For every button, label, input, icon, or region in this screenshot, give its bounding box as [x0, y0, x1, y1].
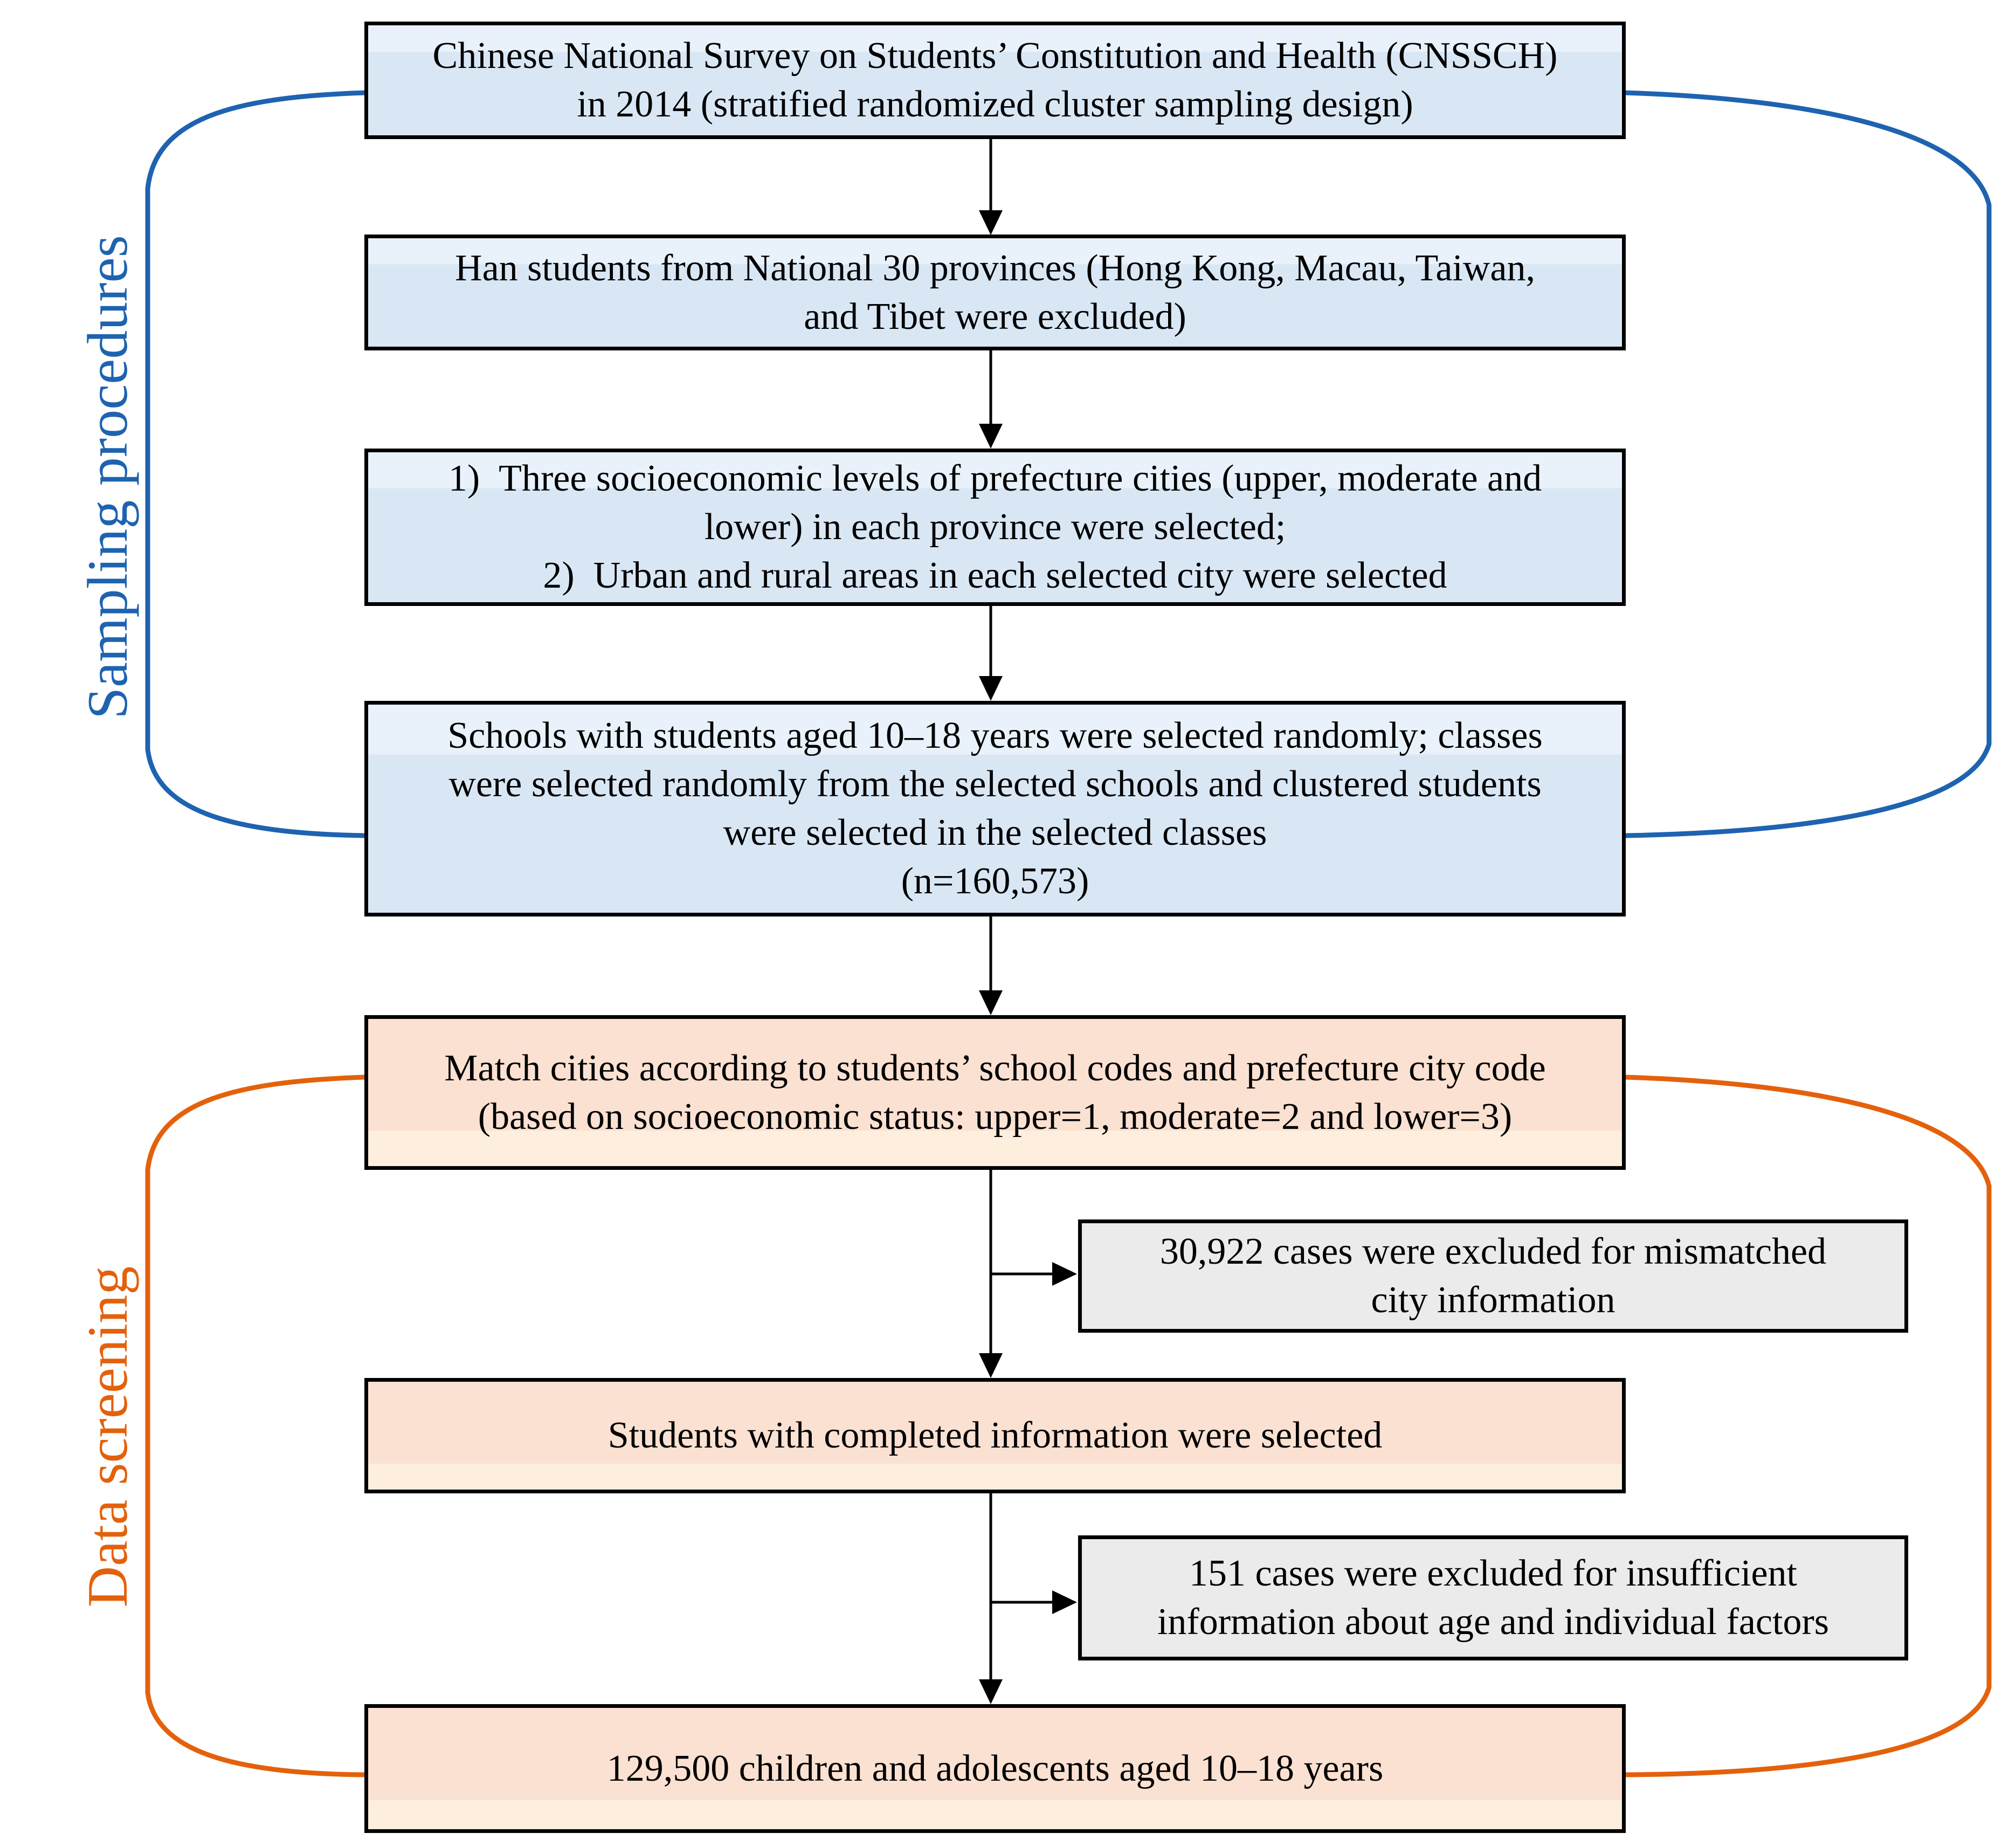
box-schools-line: (n=160,573)	[901, 860, 1089, 902]
box-excluded-mismatch-line: 30,922 cases were excluded for mismatche…	[1159, 1231, 1827, 1272]
box-completed-info: Students with completed information were…	[364, 1378, 1626, 1493]
sampling-bracket-left	[145, 90, 366, 838]
arrow-han-to-steps	[979, 350, 1003, 449]
arrow-completed-to-final	[979, 1493, 1003, 1704]
sampling-procedures-label: Sampling procedures	[76, 235, 139, 719]
data-screening-label: Data screening	[76, 1266, 139, 1608]
box-schools: Schools with students aged 10–18 years w…	[364, 701, 1626, 916]
box-match-cities: Match cities according to students’ scho…	[364, 1015, 1626, 1170]
sampling-bracket-right	[1624, 90, 1992, 838]
box-completed-info-line: Students with completed information were…	[607, 1415, 1383, 1456]
box-cnssch: Chinese National Survey on Students’ Con…	[364, 22, 1626, 139]
box-cnssch-line: in 2014 (stratified randomized cluster s…	[577, 84, 1413, 125]
box-selection-steps-line: 2) Urban and rural areas in each selecte…	[543, 555, 1447, 596]
arrow-match-to-completed	[979, 1170, 1003, 1378]
box-han-students-line: and Tibet were excluded)	[804, 295, 1186, 337]
box-match-cities-line: (based on socioeconomic status: upper=1,…	[478, 1095, 1513, 1138]
box-schools-line: were selected randomly from the selected…	[448, 763, 1542, 805]
box-excluded-insufficient-line: 151 cases were excluded for insufficient	[1189, 1553, 1797, 1594]
arrow-schools-to-match	[979, 916, 1003, 1015]
box-cnssch-line: Chinese National Survey on Students’ Con…	[432, 35, 1558, 77]
box-excluded-insufficient-line: information about age and individual fac…	[1157, 1601, 1829, 1643]
box-final-sample: 129,500 children and adolescents aged 10…	[364, 1704, 1626, 1833]
screening-bracket-left	[145, 1074, 366, 1777]
box-selection-steps-line: lower) in each province were selected;	[704, 506, 1286, 548]
box-selection-steps-line: 1) Three socioeconomic levels of prefect…	[448, 458, 1542, 499]
box-excluded-insufficient: 151 cases were excluded for insufficient…	[1078, 1535, 1908, 1660]
box-match-cities-line: Match cities according to students’ scho…	[444, 1047, 1546, 1089]
box-schools-line: were selected in the selected classes	[723, 812, 1267, 853]
arrow-steps-to-schools	[979, 606, 1003, 701]
box-excluded-mismatch: 30,922 cases were excluded for mismatche…	[1078, 1219, 1908, 1333]
branch-arrow-mismatch	[991, 1262, 1077, 1286]
screening-bracket-right	[1624, 1074, 1992, 1777]
box-selection-steps: 1) Three socioeconomic levels of prefect…	[364, 449, 1626, 606]
branch-arrow-insufficient	[991, 1590, 1077, 1614]
box-excluded-mismatch-line: city information	[1371, 1279, 1615, 1321]
box-schools-line: Schools with students aged 10–18 years w…	[447, 715, 1543, 756]
arrow-cnssch-to-han	[979, 139, 1003, 235]
box-han-students: Han students from National 30 provinces …	[364, 235, 1626, 350]
box-han-students-line: Han students from National 30 provinces …	[455, 247, 1535, 289]
box-final-sample-line: 129,500 children and adolescents aged 10…	[606, 1747, 1384, 1789]
